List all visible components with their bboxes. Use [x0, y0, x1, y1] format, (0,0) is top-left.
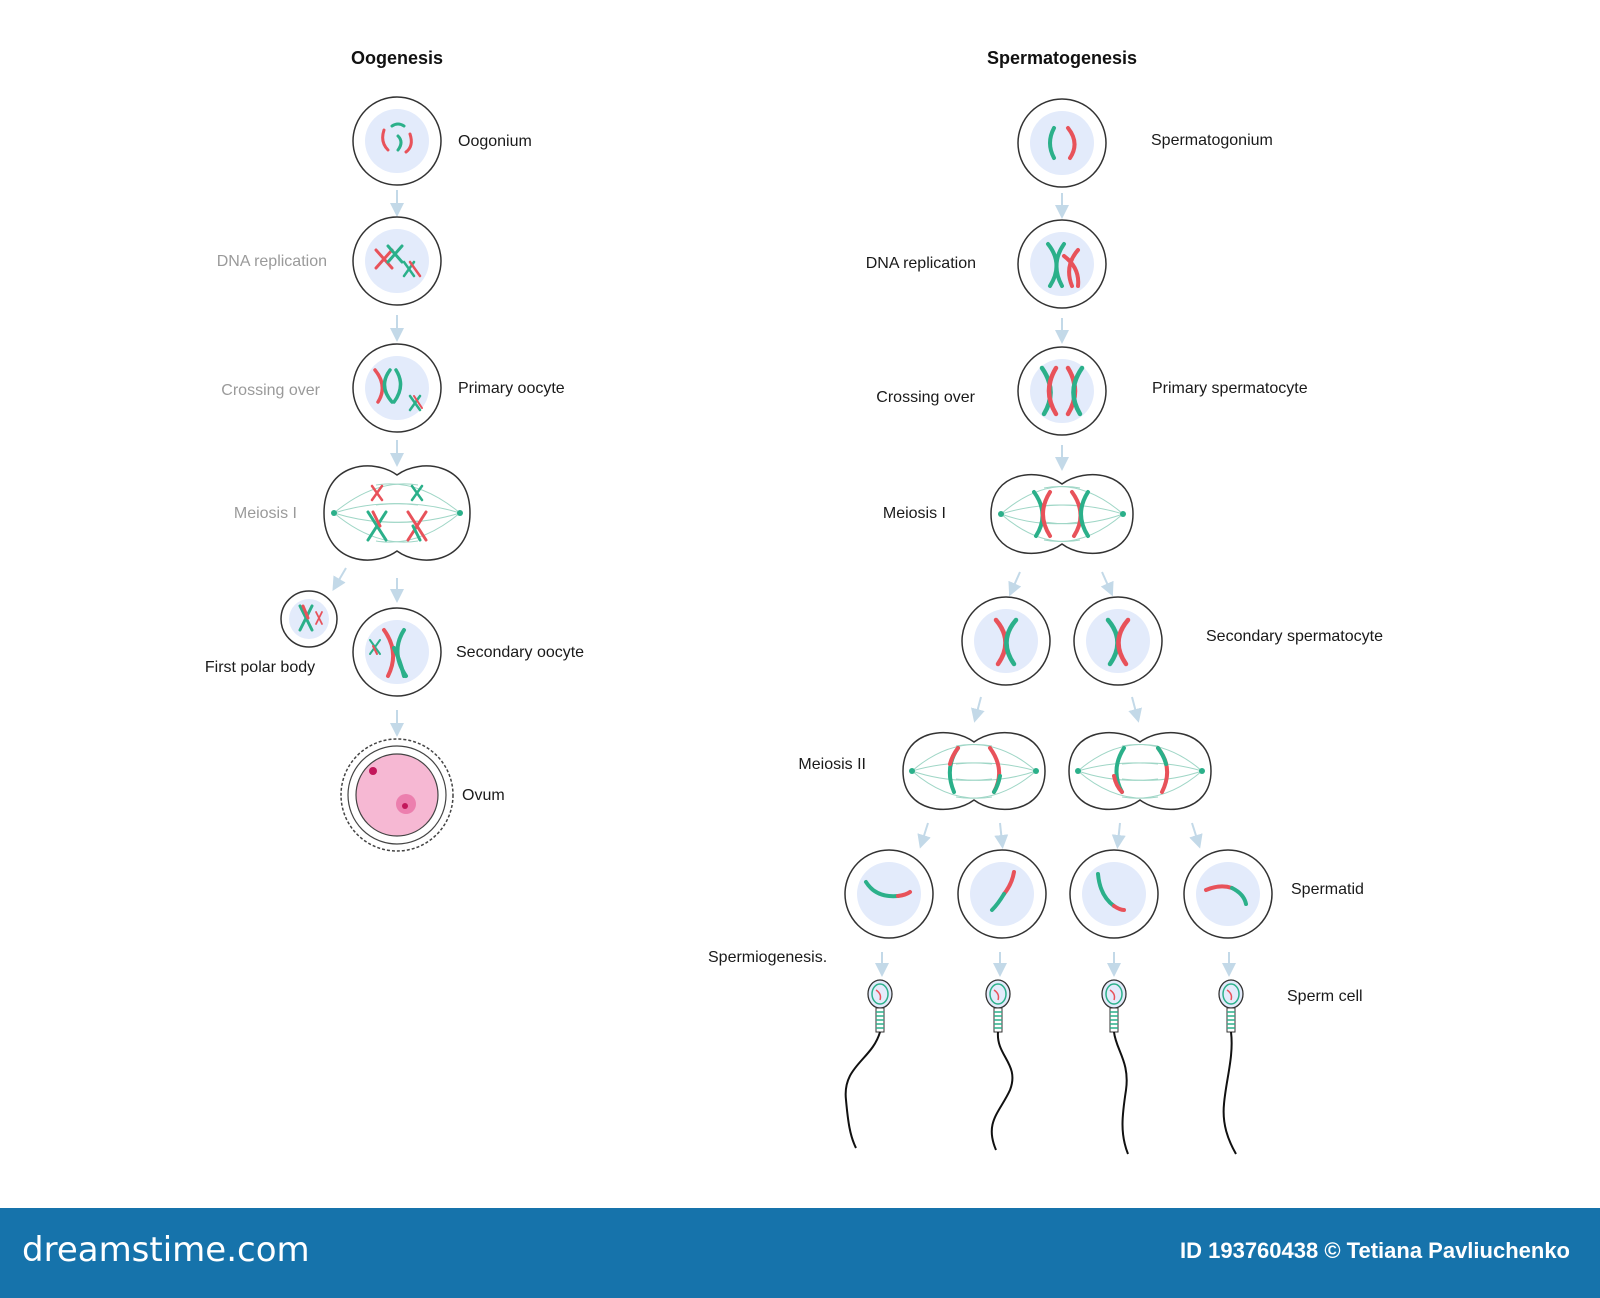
oogenesis-meiosis-1-label: Meiosis I — [234, 505, 297, 522]
oogenesis-title: Oogenesis — [351, 48, 443, 68]
spermatid-cell-1 — [844, 849, 934, 939]
first-polar-body-label: First polar body — [205, 659, 315, 676]
oogonium-label: Oogonium — [458, 133, 532, 150]
primary-oocyte-cell — [352, 343, 442, 433]
spermatogenesis-meiosis-1-cell — [990, 473, 1134, 555]
gametogenesis-diagram: Oogenesis Spermatogenesis Oogonium DNA r… — [205, 48, 1383, 1155]
sperm-cell-1 — [844, 979, 893, 1149]
spermatogenesis-title: Spermatogenesis — [987, 48, 1137, 68]
primary-spermatocyte-cell — [1017, 346, 1107, 436]
meiosis-2-label: Meiosis II — [798, 756, 866, 773]
secondary-oocyte-cell — [352, 607, 442, 697]
secondary-spermatocyte-cell-1 — [961, 596, 1051, 686]
spermatogenesis-dna-replication-label: DNA replication — [866, 255, 976, 272]
sperm-cell-3 — [1101, 979, 1129, 1155]
oogenesis-meiosis-1-cell — [323, 465, 471, 561]
first-polar-body-cell — [280, 590, 338, 648]
spermatogenesis-crossing-over-label: Crossing over — [876, 389, 975, 406]
oogenesis-crossing-over-label: Crossing over — [221, 382, 320, 399]
spermatid-cell-3 — [1069, 849, 1159, 939]
watermark-footer: dreamstime.com ID 193760438 © Tetiana Pa… — [0, 1208, 1600, 1298]
meiosis-2-cell-1 — [902, 731, 1046, 811]
spermatid-cell-4 — [1183, 849, 1273, 939]
secondary-oocyte-label: Secondary oocyte — [456, 644, 584, 661]
sperm-cell-4 — [1218, 979, 1244, 1155]
oogenesis-dna-replication-label: DNA replication — [217, 253, 327, 270]
ovum-cell — [340, 738, 454, 852]
oogenesis-dna-replication-cell — [352, 216, 442, 306]
primary-oocyte-label: Primary oocyte — [458, 380, 565, 397]
meiosis-2-cell-2 — [1068, 731, 1212, 811]
spermatogenesis-meiosis-1-label: Meiosis I — [883, 505, 946, 522]
dreamstime-brand[interactable]: dreamstime.com — [22, 1230, 310, 1270]
primary-spermatocyte-label: Primary spermatocyte — [1152, 380, 1308, 397]
ovum-label: Ovum — [462, 787, 505, 804]
spermatid-label: Spermatid — [1291, 881, 1364, 898]
sperm-cell-label: Sperm cell — [1287, 988, 1363, 1005]
spermatogenesis-dna-replication-cell — [1017, 219, 1107, 309]
sperm-cell-2 — [985, 979, 1014, 1151]
spermatogonium-label: Spermatogonium — [1151, 132, 1273, 149]
spermatid-cell-2 — [957, 849, 1047, 939]
image-credit: ID 193760438 © Tetiana Pavliuchenko — [1180, 1238, 1570, 1263]
spermatogonium-cell — [1017, 98, 1107, 188]
secondary-spermatocyte-label: Secondary spermatocyte — [1206, 628, 1383, 645]
spermiogenesis-label: Spermiogenesis. — [708, 949, 827, 966]
spermatogenesis-column: Spermatogonium DNA replication Crossing … — [708, 98, 1383, 1155]
oogenesis-column: Oogonium DNA replication Crossing over P… — [205, 96, 584, 852]
secondary-spermatocyte-cell-2 — [1073, 596, 1163, 686]
oogonium-cell — [352, 96, 442, 186]
